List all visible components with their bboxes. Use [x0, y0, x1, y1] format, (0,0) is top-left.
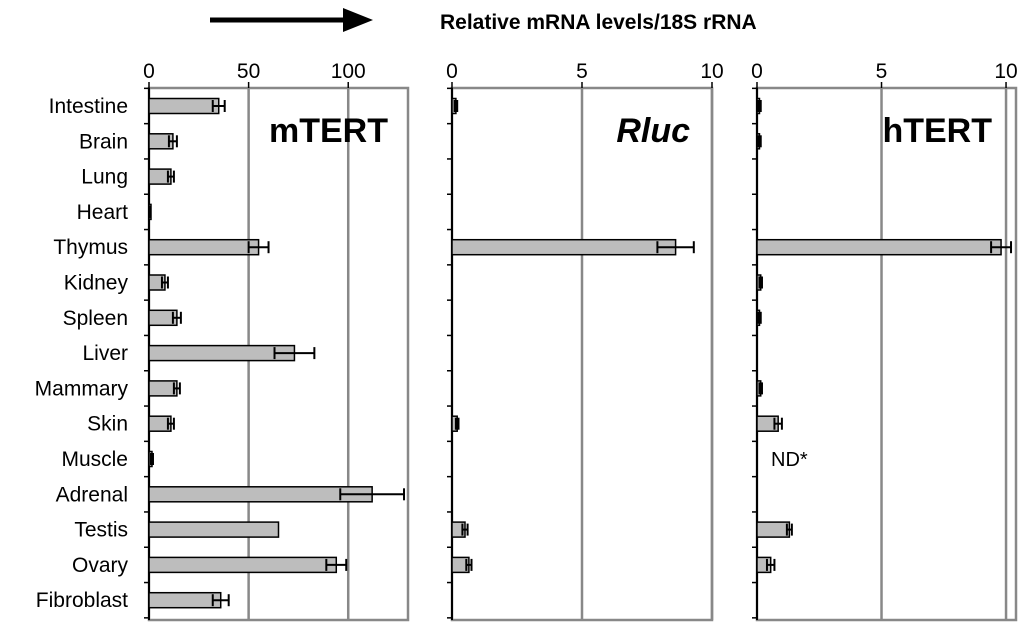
- x-tick-label: 5: [876, 60, 888, 83]
- category-label-heart: Heart: [77, 201, 129, 224]
- category-label-brain: Brain: [79, 130, 128, 153]
- category-label-intestine: Intestine: [49, 95, 128, 118]
- bar-testis: [148, 521, 280, 538]
- panel-title-rluc: Rluc: [616, 112, 690, 150]
- x-tick-label: 0: [751, 60, 763, 83]
- category-label-adrenal: Adrenal: [56, 483, 128, 506]
- x-tick-label: 5: [576, 60, 588, 83]
- x-tick-label: 100: [331, 60, 366, 83]
- x-tick-label: 10: [700, 60, 723, 83]
- bar-adrenal: [148, 486, 373, 503]
- category-label-testis: Testis: [74, 519, 128, 542]
- category-label-skin: Skin: [87, 413, 128, 436]
- category-label-liver: Liver: [82, 342, 128, 365]
- annotation-nd: ND*: [771, 449, 808, 471]
- x-tick-label: 0: [446, 60, 458, 83]
- direction-arrow: [210, 8, 373, 32]
- category-label-spleen: Spleen: [63, 307, 128, 330]
- category-label-ovary: Ovary: [72, 554, 129, 577]
- bar-testis: [756, 521, 791, 538]
- category-label-thymus: Thymus: [53, 236, 128, 259]
- category-label-mammary: Mammary: [35, 377, 129, 400]
- bar-ovary: [148, 556, 338, 574]
- x-tick-label: 0: [143, 60, 155, 83]
- bar-thymus: [451, 238, 677, 256]
- bar-fibroblast: [148, 591, 222, 609]
- x-tick-label: 50: [237, 60, 260, 83]
- bar-mammary: [148, 380, 178, 397]
- panel-frame: [755, 86, 1018, 622]
- bar-thymus: [756, 238, 1002, 256]
- category-label-fibroblast: Fibroblast: [36, 589, 128, 612]
- panel-title-mtert: mTERT: [269, 112, 388, 150]
- bar-liver: [148, 344, 296, 362]
- category-labels: IntestineBrainLungHeartThymusKidneySplee…: [35, 95, 129, 612]
- panel-title-htert: hTERT: [882, 112, 992, 150]
- chart-header-title: Relative mRNA levels/18S rRNA: [440, 11, 757, 34]
- category-label-muscle: Muscle: [61, 448, 128, 471]
- panel-mtert: 0 50 100 mTERT: [143, 60, 410, 622]
- bar-intestine: [148, 97, 220, 115]
- x-tick-label: 10: [994, 60, 1017, 83]
- bar-thymus: [148, 238, 260, 256]
- category-label-lung: Lung: [81, 166, 128, 189]
- category-label-kidney: Kidney: [64, 272, 129, 295]
